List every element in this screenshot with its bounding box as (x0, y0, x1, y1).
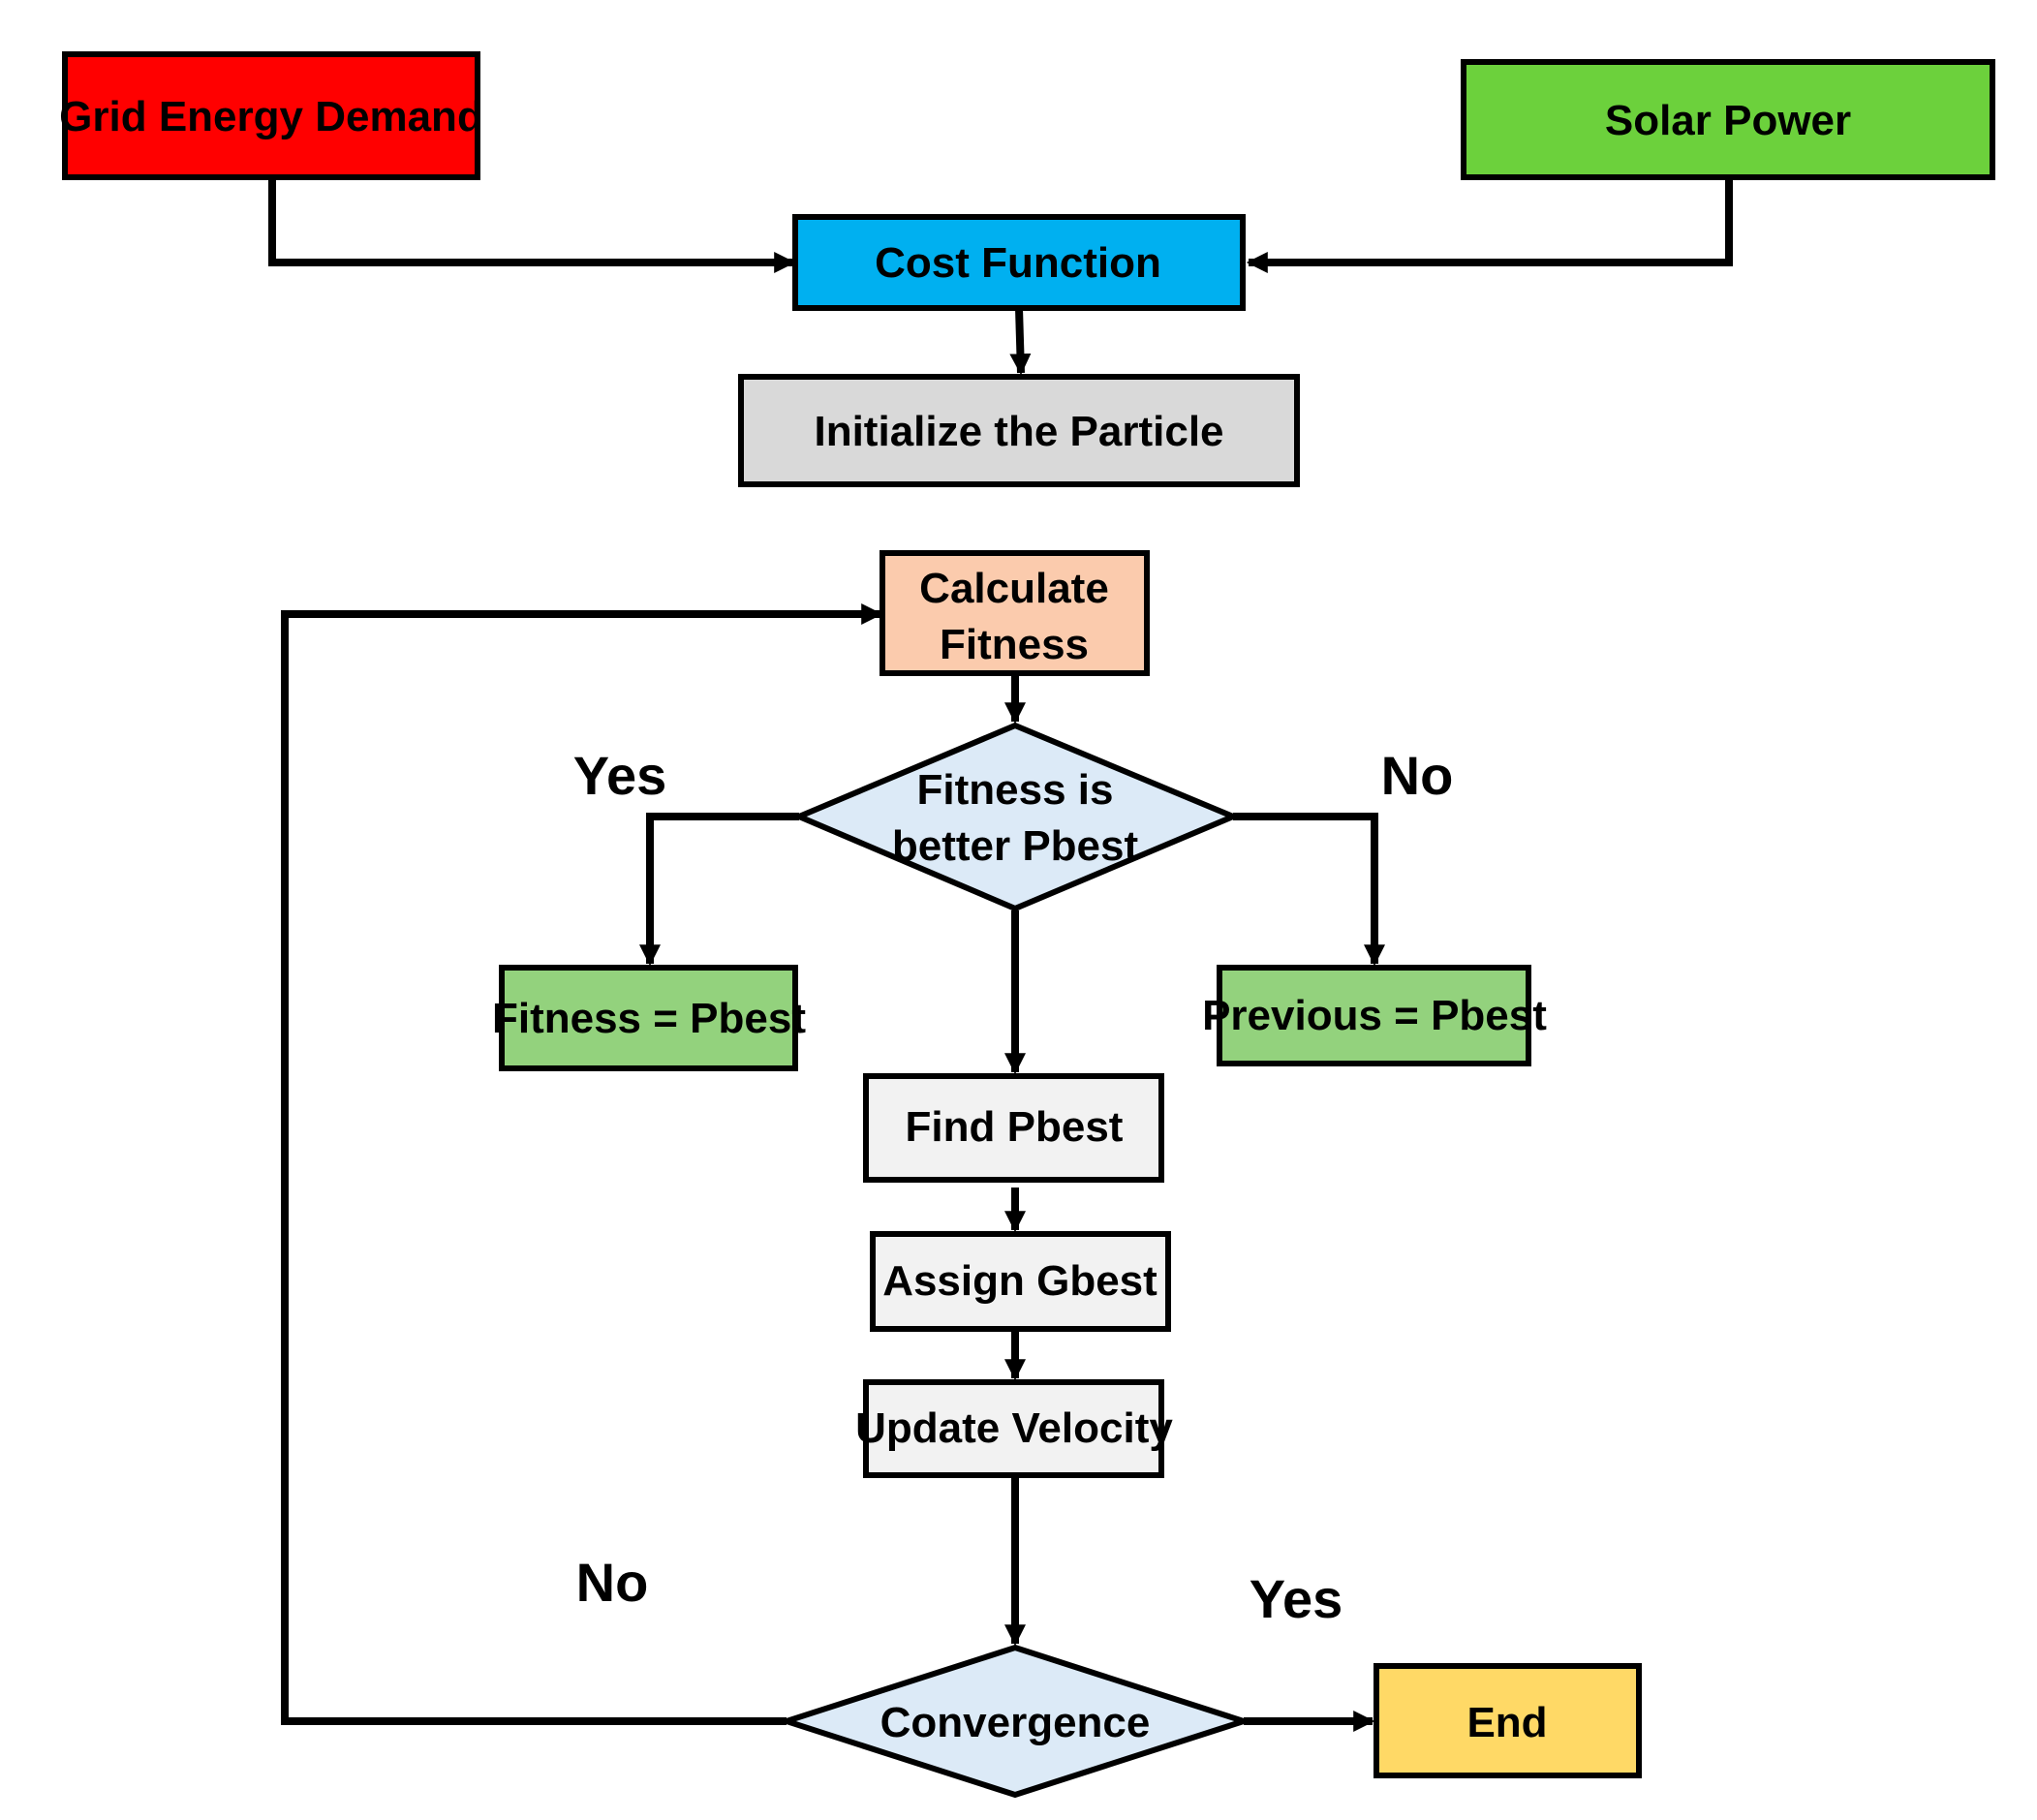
node-grid-energy-demand: Grid Energy Demand (59, 51, 483, 180)
node-previous-eq-pbest: Previous = Pbest (1202, 965, 1547, 1066)
initialize-particle-label: Initialize the Particle (814, 408, 1223, 455)
node-solar-power: Solar Power (1461, 59, 1995, 180)
node-fitness-decision: Fitness is better Pbest (791, 722, 1241, 912)
node-calculate-fitness: Calculate Fitness (880, 550, 1150, 676)
edge-label-convergence-yes: Yes (1250, 1568, 1343, 1629)
node-cost-function: Cost Function (792, 214, 1246, 311)
node-initialize-particle: Initialize the Particle (738, 374, 1300, 487)
grid-energy-demand-label: Grid Energy Demand (59, 93, 483, 140)
node-find-pbest: Find Pbest (863, 1073, 1164, 1183)
assign-gbest-box (870, 1231, 1171, 1332)
calculate-fitness-box (880, 550, 1150, 676)
previous-eq-pbest-box (1217, 965, 1531, 1066)
edge-label-convergence-no: No (576, 1552, 649, 1613)
edge-label-fitness-yes: Yes (573, 745, 667, 806)
solar-power-label: Solar Power (1605, 97, 1851, 144)
node-end: End (1373, 1663, 1642, 1778)
find-pbest-box (863, 1073, 1164, 1183)
cost-function-box (792, 214, 1246, 311)
update-velocity-box (863, 1379, 1164, 1478)
calculate-fitness-label-line2: Fitness (940, 621, 1089, 668)
assign-gbest-label: Assign Gbest (882, 1257, 1157, 1305)
convergence-label: Convergence (880, 1699, 1151, 1746)
cost-function-label: Cost Function (875, 239, 1161, 287)
calculate-fitness-label-line1: Calculate (919, 565, 1109, 612)
connectors (268, 177, 1733, 1732)
node-assign-gbest: Assign Gbest (870, 1231, 1171, 1332)
fitness-decision-label-line2: better Pbest (892, 822, 1139, 870)
end-label: End (1466, 1699, 1547, 1746)
end-box (1373, 1663, 1642, 1778)
fitness-decision-diamond (791, 722, 1241, 912)
edge-convergence-no-loop (281, 603, 883, 1725)
edge-grid-to-cost (268, 177, 796, 273)
solar-power-box (1461, 59, 1995, 180)
previous-eq-pbest-label: Previous = Pbest (1202, 992, 1547, 1039)
find-pbest-label: Find Pbest (906, 1103, 1124, 1151)
edge-decision-no (1233, 813, 1385, 967)
fitness-decision-label-line1: Fitness is (917, 766, 1114, 814)
fitness-eq-pbest-box (499, 965, 798, 1071)
convergence-diamond (777, 1644, 1253, 1799)
initialize-particle-box (738, 374, 1300, 487)
update-velocity-label: Update Velocity (855, 1404, 1173, 1452)
edge-solar-to-cost (1246, 177, 1733, 273)
grid-energy-demand-box (62, 51, 480, 180)
node-fitness-eq-pbest: Fitness = Pbest (492, 965, 806, 1071)
node-update-velocity: Update Velocity (855, 1379, 1173, 1478)
fitness-eq-pbest-label: Fitness = Pbest (492, 995, 806, 1042)
edge-cost-to-init (1009, 307, 1032, 376)
edge-decision-yes (639, 813, 799, 967)
edge-label-fitness-no: No (1381, 745, 1454, 806)
node-convergence: Convergence (777, 1644, 1253, 1799)
